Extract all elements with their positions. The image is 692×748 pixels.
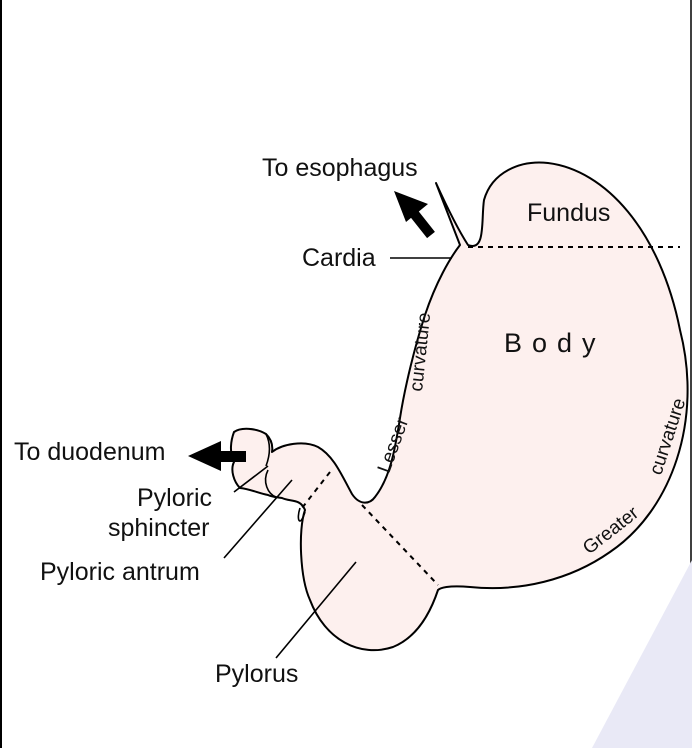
pyloric-sphincter-leader-line [233, 465, 269, 493]
watermark-shape [592, 560, 692, 748]
pyloric-antrum-leader-line [223, 479, 293, 559]
stomach-outline [230, 161, 689, 652]
antrum-boundary [301, 471, 331, 509]
label-cardia: Cardia [302, 244, 376, 272]
pyloric-lobe-line [264, 469, 277, 498]
pyloric-lobe-line [297, 507, 306, 522]
esophagus-arrow-icon [394, 191, 435, 239]
label-body: Body [504, 328, 606, 358]
label-duodenum: To duodenum [14, 438, 166, 466]
duodenum-arrow-icon [188, 441, 246, 471]
label-fundus: Fundus [527, 199, 610, 227]
pylorus-leader-line [275, 561, 357, 659]
label-pyloric: Pyloric [137, 484, 212, 512]
label-esophagus: To esophagus [262, 154, 418, 182]
label-pylorus: Pylorus [215, 660, 298, 688]
label-sphincter: sphincter [108, 514, 209, 542]
body-pylorus-boundary [361, 504, 439, 586]
pyloric-lobe-line [265, 433, 271, 467]
label-pyloric-antrum: Pyloric antrum [40, 558, 200, 586]
